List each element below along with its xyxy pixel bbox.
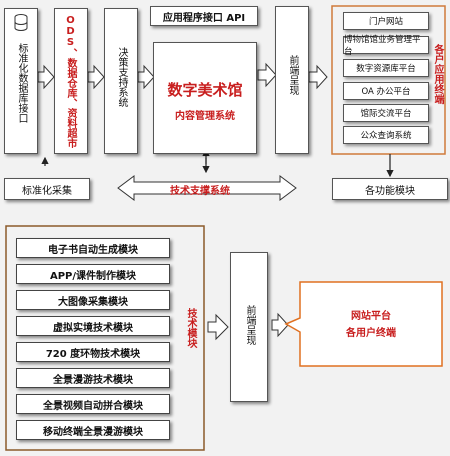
platform-line2: 各用户终端 — [346, 328, 396, 339]
channel-museum-mgmt: 博物馆馆业务管理平台 — [343, 35, 429, 57]
arrow-modules-frontend — [207, 313, 229, 341]
terminal-label: 各户应用终端 — [432, 44, 443, 104]
arrow-decision-cms — [137, 64, 155, 90]
arrow-frontend-terminal — [308, 64, 328, 90]
std-collect-label: 标准化采集 — [22, 185, 72, 197]
arrow-std-ods — [37, 64, 55, 90]
arrow-frontend-platform — [271, 312, 289, 338]
channel-public-query: 公众查询系统 — [343, 126, 429, 144]
module-mobile-panorama: 移动终端全景漫游模块 — [16, 420, 170, 440]
arrow-ods-decision — [87, 64, 105, 90]
channel-resource-db: 数字资源库平台 — [343, 59, 429, 77]
frontend-box-bottom: 前端呈现 — [230, 252, 268, 402]
channel-portal: 门户网站 — [343, 12, 429, 30]
tech-modules-label: 技术模块 — [185, 308, 196, 348]
terminal-frame — [331, 5, 446, 155]
api-label: 应用程序接口 API — [162, 12, 246, 24]
api-box: 应用程序接口 API — [150, 6, 258, 26]
channel-exchange: 馆际交流平台 — [343, 104, 429, 122]
module-720: 720 度环物技术模块 — [16, 342, 170, 362]
module-app-courseware: APP/课件制作模块 — [16, 264, 170, 284]
module-large-image: 大图像采集模块 — [16, 290, 170, 310]
frontend-label-bottom: 前端呈现 — [244, 305, 255, 345]
ods-label: ODS、数据仓库、资料超市 — [65, 15, 76, 148]
bottom-frame — [5, 225, 205, 451]
arrow-cms-frontend — [257, 62, 277, 88]
frontend-box-top: 前端呈现 — [275, 6, 309, 154]
museum-cms-box: 数字美术馆 内容管理系统 — [153, 42, 257, 154]
tech-support-label: 技术支撑系统 — [170, 186, 230, 197]
tech-support-arrow — [117, 175, 297, 201]
module-panoramic-video: 全景视频自动拼合模块 — [16, 394, 170, 414]
module-panorama: 全景漫游技术模块 — [16, 368, 170, 388]
ods-box: ODS、数据仓库、资料超市 — [54, 8, 88, 154]
museum-title: 数字美术馆 — [167, 81, 243, 99]
decision-label: 决策支持系统 — [116, 47, 127, 107]
database-icon — [14, 14, 28, 32]
platform-line1: 网站平台 — [351, 311, 391, 322]
std-db-interface-box: 标准化数据库接口 — [4, 8, 38, 154]
func-modules-label: 各功能模块 — [365, 185, 415, 197]
frontend-label-top: 前端呈现 — [287, 55, 298, 95]
cms-label: 内容管理系统 — [175, 111, 235, 122]
module-ebook: 电子书自动生成模块 — [16, 238, 170, 258]
std-collect-box: 标准化采集 — [4, 178, 90, 200]
decision-box: 决策支持系统 — [104, 8, 138, 154]
channel-oa: OA 办公平台 — [343, 82, 429, 100]
module-vr: 虚拟实境技术模块 — [16, 316, 170, 336]
std-db-label: 标准化数据库接口 — [16, 43, 27, 123]
func-modules-box: 各功能模块 — [332, 178, 448, 200]
